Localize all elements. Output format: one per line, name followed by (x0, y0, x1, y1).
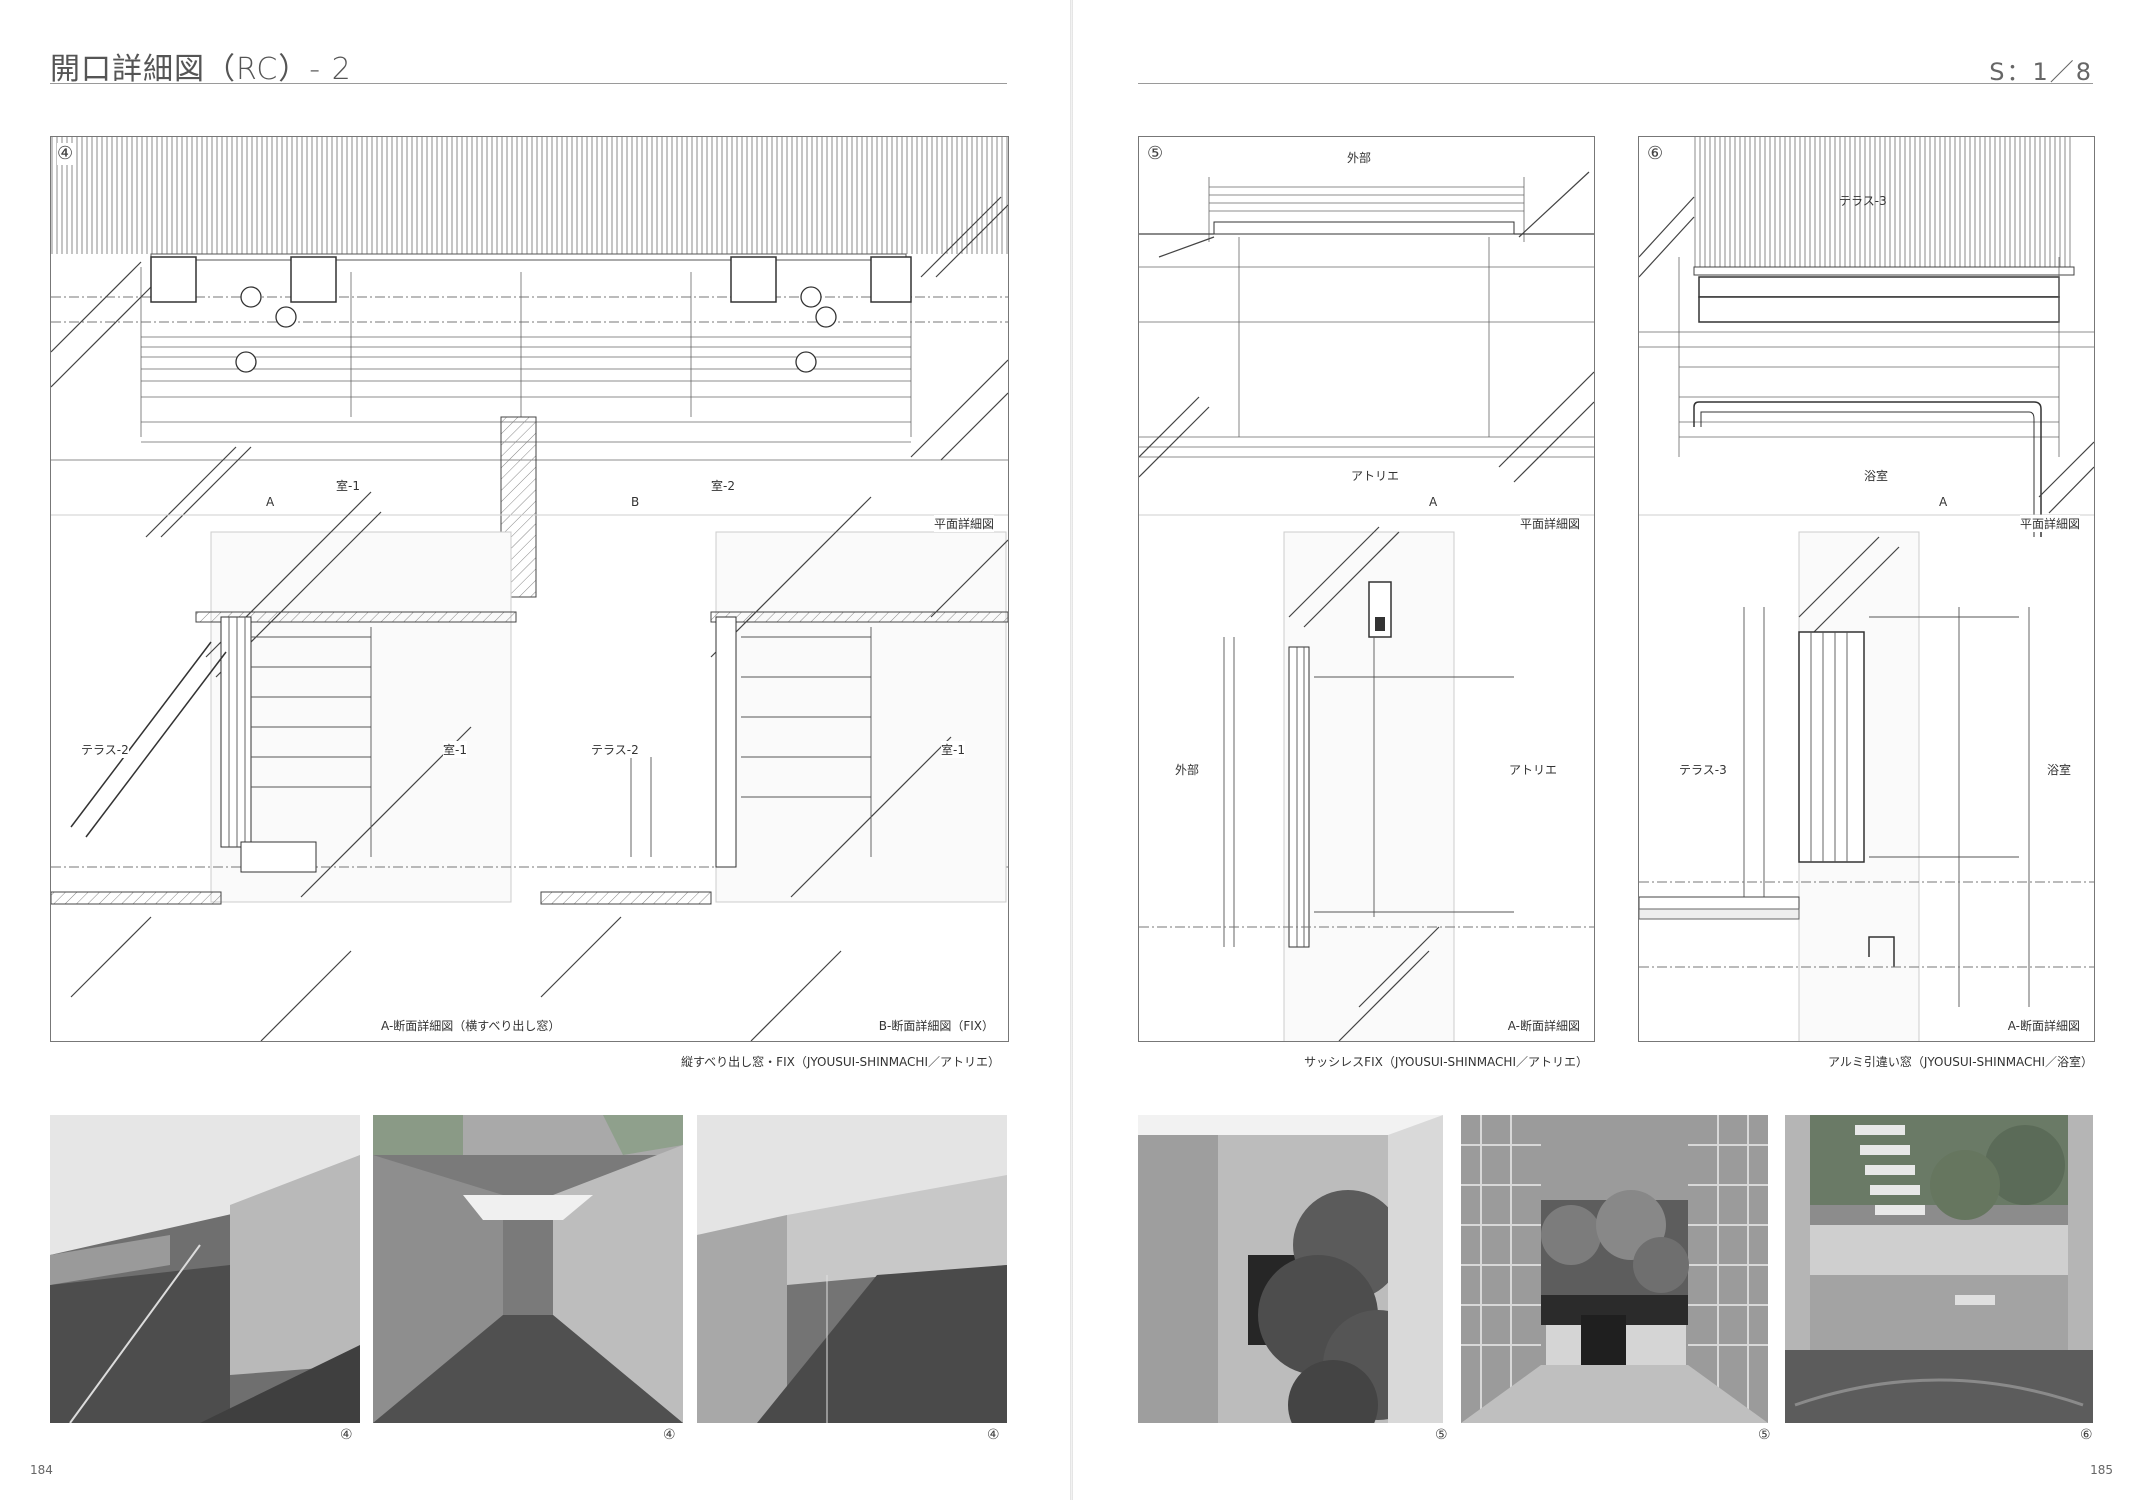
panel-6-plan-view-title: 平面詳細図 (2019, 515, 2080, 532)
section-mark-a: A (266, 495, 275, 509)
panel-5-section-left-label: 外部 (1175, 761, 1200, 778)
section-mark-b: B (631, 495, 640, 509)
panel-5-section-view-title: A-断面詳細図 (1507, 1017, 1580, 1034)
section-b-right-label: 室-1 (941, 741, 965, 758)
photo-tag-3: ④ (987, 1427, 1000, 1443)
section-a-view-title: A-断面詳細図（横すべり出し窓） (381, 1017, 561, 1034)
page-number-left: 184 (30, 1463, 53, 1477)
section-b-view-title: B-断面詳細図（FIX） (878, 1017, 994, 1034)
panel-6-top-label: テラス-3 (1839, 194, 1887, 208)
header-rule-right (1138, 83, 2093, 84)
panel-4-number: ④ (57, 143, 74, 165)
panel-5-plan-label: アトリエ (1351, 467, 1400, 484)
photo-6-bathroom-view (1785, 1115, 2093, 1423)
page-number-right: 185 (2090, 1463, 2113, 1477)
page-title: 開口詳細図（RC）- 2 (50, 52, 352, 87)
photo-4-corridor (373, 1115, 683, 1423)
photo-4-upper-deck (697, 1115, 1007, 1423)
panel-5-plan-view-title: 平面詳細図 (1519, 515, 1580, 532)
section-a-left-label: テラス-2 (81, 741, 129, 758)
caption-left: 縦すべり出し窓・FIX（JYOUSUI-SHINMACHI／アトリエ） (681, 1055, 1000, 1069)
drawing-panel-4: ④ 室-1 室-2 A B 平面詳細図 テラス-2 室-1 テラス-2 室-1 … (50, 136, 1009, 1042)
drawing-panel-5: ⑤ 外部 アトリエ A 平面詳細図 外部 アトリエ A-断面詳細図 (1138, 136, 1595, 1042)
panel-5-section-right-label: アトリエ (1509, 761, 1558, 778)
caption-panel-5: サッシレスFIX（JYOUSUI-SHINMACHI／アトリエ） (1304, 1055, 1588, 1069)
drawing-panel-4-linework (51, 137, 1008, 1041)
panel-5-number: ⑤ (1147, 143, 1164, 165)
photo-tag-6: ⑥ (2080, 1427, 2093, 1443)
photo-5-atelier-desk (1461, 1115, 1768, 1423)
panel-6-section-right-label: 浴室 (2047, 761, 2072, 778)
panel-6-number: ⑥ (1647, 143, 1664, 165)
photo-5-exterior-tree (1138, 1115, 1443, 1423)
book-gutter (1070, 0, 1073, 1500)
scale-label: S：1／8 (1989, 58, 2093, 86)
header-rule-left (50, 83, 1007, 84)
panel-6-section-view-title: A-断面詳細図 (2007, 1017, 2080, 1034)
panel-5-top-label: 外部 (1347, 149, 1372, 166)
panel-6-section-mark: A (1939, 495, 1948, 509)
photo-tag-5: ⑤ (1758, 1427, 1771, 1443)
caption-panel-6: アルミ引違い窓（JYOUSUI-SHINMACHI／浴室） (1827, 1055, 2093, 1069)
photo-tag-1: ④ (340, 1427, 353, 1443)
panel-6-plan-label: 浴室 (1864, 467, 1889, 484)
plan-view-title: 平面詳細図 (933, 515, 994, 532)
plan-room-label-2: 室-2 (711, 477, 735, 494)
drawing-panel-5-linework (1139, 171, 1594, 1041)
panel-6-section-left-label: テラス-3 (1679, 761, 1727, 778)
photo-tag-2: ④ (663, 1427, 676, 1443)
drawing-panel-6-linework (1639, 137, 2094, 1041)
photo-tag-4: ⑤ (1435, 1427, 1448, 1443)
drawing-panel-6: ⑥ テラス-3 浴室 A 平面詳細図 テラス-3 浴室 A-断面詳細図 (1638, 136, 2095, 1042)
section-b-left-label: テラス-2 (591, 741, 639, 758)
panel-5-section-mark: A (1429, 495, 1438, 509)
photo-4-terrace-stair (50, 1115, 360, 1423)
section-a-right-label: 室-1 (443, 741, 467, 758)
plan-room-label-1: 室-1 (336, 477, 360, 494)
